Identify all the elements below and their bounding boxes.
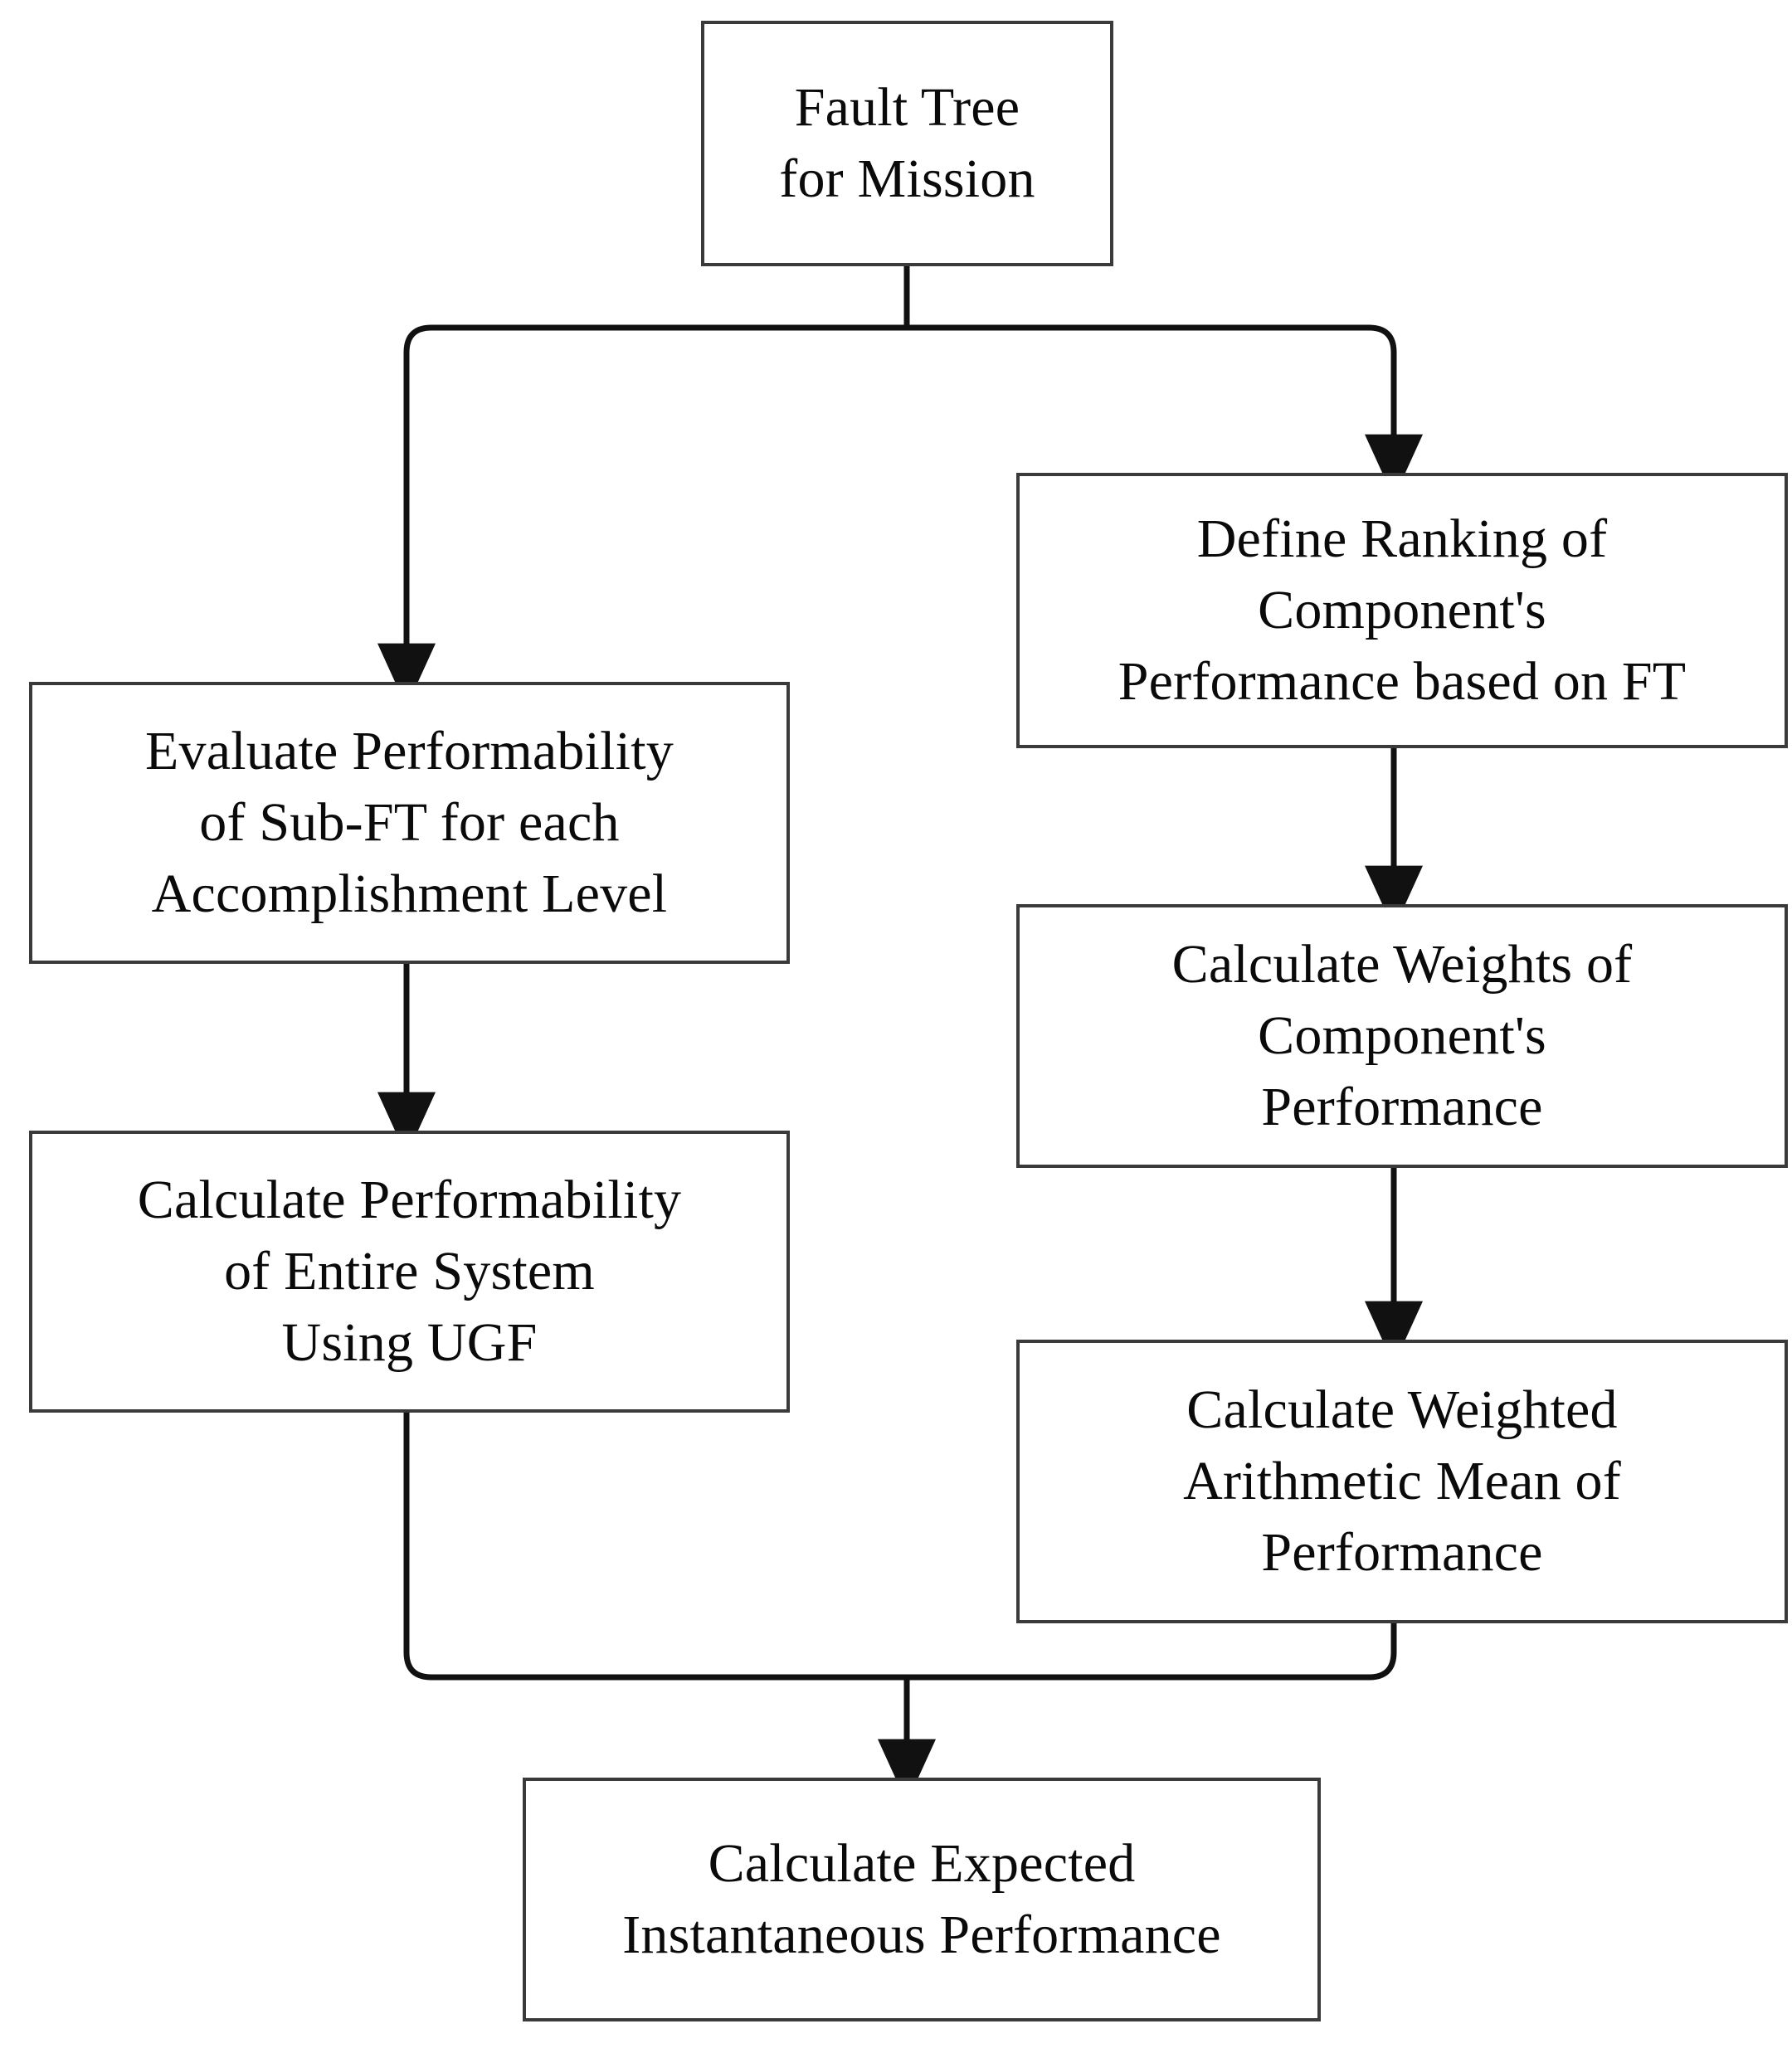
connector-to-define-ranking: [1365, 324, 1423, 499]
node-evaluate-performability[interactable]: Evaluate Performability of Sub-FT for ea…: [29, 682, 790, 964]
node-calculate-weighted-mean[interactable]: Calculate Weighted Arithmetic Mean of Pe…: [1016, 1340, 1788, 1623]
node-calculate-performability[interactable]: Calculate Performability of Entire Syste…: [29, 1131, 790, 1413]
node-calculate-weights[interactable]: Calculate Weights of Component's Perform…: [1016, 904, 1788, 1168]
node-define-ranking[interactable]: Define Ranking of Component's Performanc…: [1016, 473, 1788, 748]
connector-weighted-mean-to-merge: [907, 1623, 1397, 1681]
node-fault-tree-for-mission[interactable]: Fault Tree for Mission: [701, 21, 1113, 266]
connector-to-evaluate-performability: [377, 324, 436, 708]
connector-calculate-performability-to-merge: [403, 1413, 907, 1681]
node-calculate-expected-performance[interactable]: Calculate Expected Instantaneous Perform…: [523, 1778, 1321, 2021]
